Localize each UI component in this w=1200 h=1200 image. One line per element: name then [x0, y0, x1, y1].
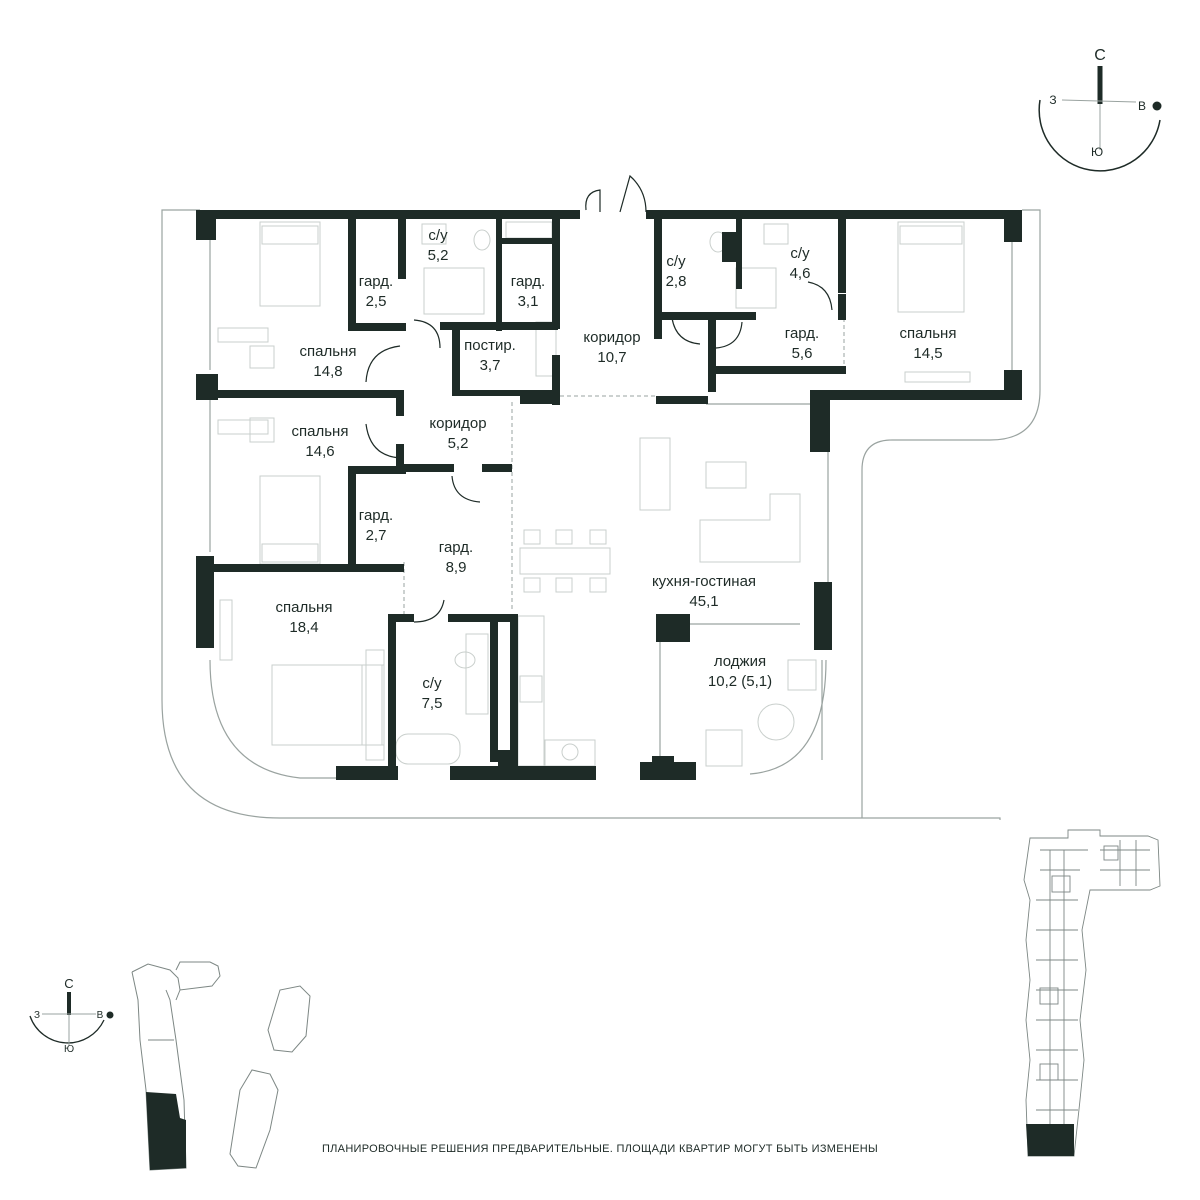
- thin-partitions: [205, 174, 1013, 779]
- compass-north: С: [1094, 47, 1106, 64]
- terrace-outline: [161, 209, 1041, 820]
- compass-small-arc: [29, 1015, 105, 1044]
- room-wardrobe-2: гард.3,1: [511, 273, 545, 310]
- floor-key-plan: [1023, 829, 1161, 1157]
- furniture: [217, 221, 971, 767]
- compass-small-north: С: [64, 976, 73, 991]
- room-wardrobe-4: гард.2,7: [359, 507, 393, 544]
- east-dot-icon: [1152, 101, 1162, 111]
- compass-small: С З В Ю: [29, 976, 114, 1055]
- compass-main: С З В Ю: [1038, 47, 1162, 172]
- site-plan-highlight: [146, 1092, 186, 1170]
- floor-key-highlight: [1026, 1124, 1074, 1156]
- east-dot-small-icon: [106, 1011, 114, 1019]
- room-wardrobe-3: гард.5,6: [785, 325, 819, 362]
- compass-small-south: Ю: [64, 1044, 74, 1055]
- disclaimer: ПЛАНИРОВОЧНЫЕ РЕШЕНИЯ ПРЕДВАРИТЕЛЬНЫЕ. П…: [321, 1143, 879, 1155]
- room-wardrobe-1: гард.2,5: [359, 273, 393, 310]
- room-wardrobe-5: гард.8,9: [439, 539, 473, 576]
- compass-arc: [1038, 99, 1161, 172]
- walls: [196, 210, 1022, 780]
- compass-south: Ю: [1091, 145, 1103, 159]
- room-laundry: постир.3,7: [464, 337, 516, 374]
- compass-small-west: З: [34, 1010, 40, 1021]
- compass-west: З: [1049, 93, 1056, 107]
- compass-small-east: В: [97, 1010, 104, 1021]
- compass-east: В: [1138, 99, 1146, 113]
